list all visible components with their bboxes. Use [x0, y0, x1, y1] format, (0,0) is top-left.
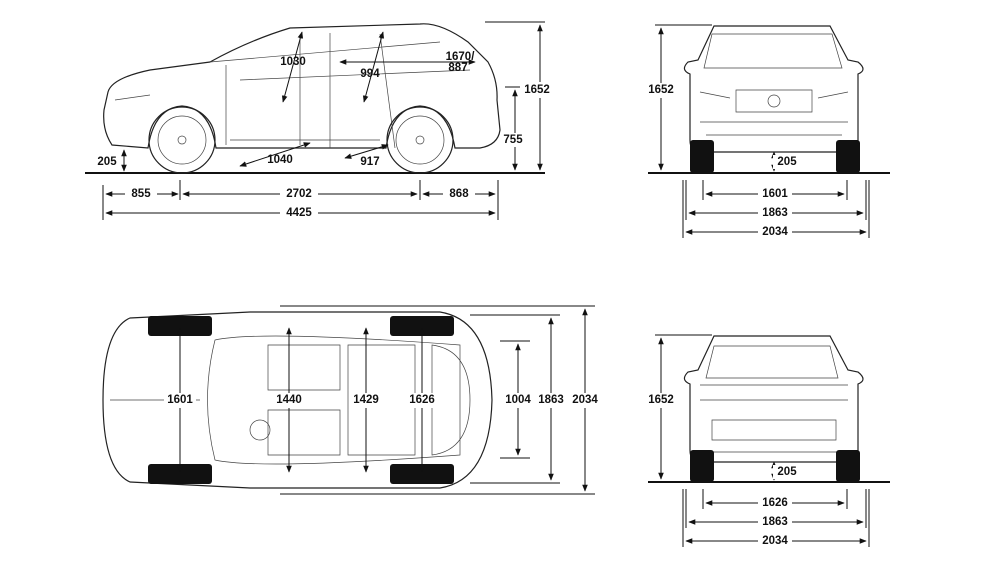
front-view: 1652 205 1601 1863 2034	[645, 24, 890, 239]
rear-wheel	[386, 106, 454, 174]
rear-view: 1652 205 1626 1863 2034	[645, 334, 890, 548]
width-mirrors-label: 2034	[572, 394, 598, 406]
height-label: 1652	[524, 84, 550, 96]
steering-wheel	[249, 419, 271, 441]
ground-clearance-label: 205	[97, 156, 117, 168]
front-right-tire	[148, 464, 212, 484]
sill-height-label: 755	[503, 134, 523, 146]
rear-overhang-label: 868	[449, 188, 469, 200]
wheelbase-label: 2702	[286, 188, 312, 200]
width-mirrors-label: 2034	[762, 535, 788, 547]
front-headroom-label: 1030	[280, 56, 306, 68]
car-body-front	[683, 25, 864, 153]
cabin-and-seats	[110, 335, 471, 465]
car-body-rear	[683, 335, 864, 463]
side-detail-lines	[114, 33, 471, 149]
left-tire	[690, 140, 714, 173]
side-view: 1030 994 1670/ 887 1040 917 205 855 2702…	[85, 21, 556, 220]
front-shoulder-label: 1440	[276, 394, 302, 406]
front-legroom-label: 1040	[267, 154, 293, 166]
rear-headroom-label: 994	[360, 68, 380, 80]
front-left-tire	[148, 316, 212, 336]
cargo-width-label: 1004	[505, 394, 531, 406]
track-label: 1626	[762, 497, 788, 509]
left-tire	[690, 450, 714, 482]
right-tire	[836, 140, 860, 173]
width-mirrors-label: 2034	[762, 226, 788, 238]
rear-legroom-label: 917	[360, 156, 379, 168]
car-body-top	[102, 311, 493, 489]
right-tire	[836, 450, 860, 482]
cargo-length-label: 1670/	[446, 51, 476, 63]
front-track-label: 1601	[167, 394, 193, 406]
width-label: 1863	[538, 394, 564, 406]
rear-detail-lines	[700, 345, 848, 453]
track-label: 1601	[762, 188, 788, 200]
front-overhang-label: 855	[131, 188, 151, 200]
front-wheel	[148, 106, 216, 174]
ground-clearance-label: 205	[777, 466, 797, 478]
cargo-length-label-2: 887	[448, 62, 467, 74]
width-label: 1863	[762, 207, 788, 219]
rear-left-tire	[390, 316, 454, 336]
car-body-side	[103, 23, 501, 149]
rear-track-label: 1626	[409, 394, 435, 406]
height-label: 1652	[648, 394, 674, 406]
grille-logo	[767, 94, 781, 108]
height-label: 1652	[648, 84, 674, 96]
rear-shoulder-label: 1429	[353, 394, 379, 406]
side-dimension-lines	[102, 21, 545, 220]
top-view: 1601 1440 1429 1626 1004 1863 2034	[102, 305, 601, 495]
front-detail-lines	[699, 33, 849, 136]
ground-clearance-label: 205	[777, 156, 797, 168]
rear-right-tire	[390, 464, 454, 484]
length-label: 4425	[286, 207, 312, 219]
width-label: 1863	[762, 516, 788, 528]
